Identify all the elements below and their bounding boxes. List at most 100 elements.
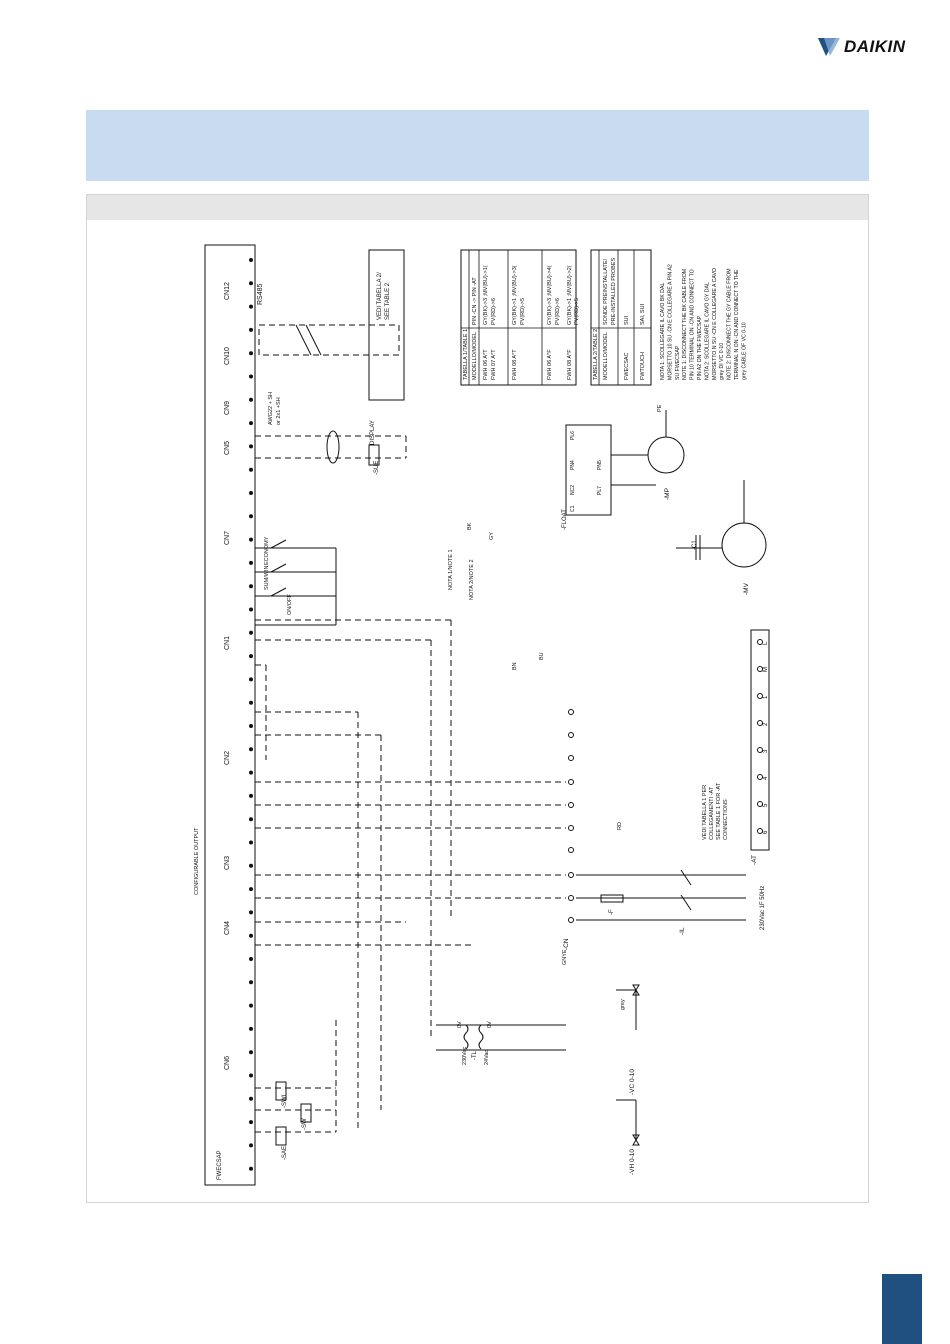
- wire-label-bu: BU: [539, 652, 545, 660]
- vh-valve-icon: [632, 1134, 640, 1146]
- at-terminal: [757, 639, 763, 645]
- connector-cn-label: -CN: [563, 938, 570, 950]
- board-terminal: [249, 747, 253, 752]
- diagram-panel: [86, 194, 869, 1203]
- at-terminal: [757, 666, 763, 672]
- cable-spec-2: or 2x1 +SH: [276, 397, 282, 425]
- table2: [590, 249, 652, 386]
- table1-header-model: MODELLO/MODEL: [472, 332, 478, 380]
- transformer-tl: [436, 1024, 566, 1051]
- at-terminal: [757, 747, 763, 753]
- board-label: FWECSAP: [217, 1150, 223, 1180]
- board-terminal: [249, 281, 253, 286]
- at-terminal: [757, 801, 763, 807]
- float-pin-nc2: NC2: [570, 485, 576, 495]
- daikin-logo-text: DAIKIN: [844, 37, 906, 56]
- swi-sensor-icon: [275, 1081, 287, 1101]
- board-terminal: [249, 1166, 253, 1171]
- at-terminal-number: M: [763, 667, 769, 672]
- rs485-label: RS485: [257, 283, 264, 305]
- table1-row1-model2: FWH 07 A*T: [491, 349, 497, 380]
- board-terminal: [249, 887, 253, 892]
- table2-row2-model: FWTOUCH: [640, 352, 646, 380]
- table2-header-probes-1: SONDE PREINSTALLATE/: [603, 258, 609, 325]
- table1-row3-model: FWH 06 A*F: [547, 349, 553, 380]
- table2-row2-probes: SAI, SUI: [640, 303, 646, 325]
- table2-title: TABELLA 2/TABLE 2: [593, 329, 599, 380]
- table1-row3-pins2: PV(RD)->6: [555, 298, 561, 325]
- board-terminal: [249, 1026, 253, 1031]
- nota1-label: NOTA 1/NOTE 1: [448, 549, 454, 590]
- diagram-panel-header: [87, 195, 868, 220]
- wire-label-pe: PE: [657, 404, 663, 412]
- vc-label: -VC 0-10: [629, 1069, 636, 1095]
- sue-label: -SUE: [374, 461, 380, 475]
- note-line: PIN 10 TERMINAL ON -CN AND CONNECT TO: [690, 269, 696, 380]
- fan-motor-icon: [721, 522, 767, 568]
- sue-shield-clip: [326, 430, 340, 464]
- terminal-row: [249, 258, 253, 1171]
- fan-motor-label: -MV: [743, 582, 750, 595]
- board-terminal: [249, 397, 253, 402]
- main-switch-icon-2: [680, 894, 692, 911]
- connector-cn7: CN7: [224, 531, 231, 545]
- transformer-230v: 230Vac: [462, 1047, 468, 1065]
- display-cable-twist-1: [305, 324, 322, 356]
- table1-row4-pins2: PV(RD)->5: [574, 298, 580, 325]
- board-terminal: [249, 677, 253, 682]
- capacitor-label: -C1: [692, 540, 698, 550]
- connector-cn1: CN1: [224, 636, 231, 650]
- board-terminal: [249, 1120, 253, 1125]
- board-terminal: [249, 514, 253, 519]
- switch-label: -IL: [679, 927, 686, 935]
- table1-row4-model: FWH 08 A*F: [567, 349, 573, 380]
- at-terminal: [757, 720, 763, 726]
- table1-row1-pins2: PV(RD)->6: [491, 298, 497, 325]
- connector-cn4: CN4: [224, 921, 231, 935]
- see-table1-line3: SEE TABLE 1 FOR -AT: [716, 782, 722, 840]
- at-terminal: [757, 828, 763, 834]
- table1-row2-pins2: PV(RD)->5: [520, 298, 526, 325]
- page-tab: [882, 1274, 922, 1344]
- table1-header-pins: PIN -CN -> PIN -AT: [472, 277, 478, 325]
- cn-terminal-column: [568, 709, 574, 923]
- section-header-band: [86, 110, 869, 181]
- onoff-switch-icon: [270, 587, 287, 597]
- display-cable-shield: [258, 324, 400, 356]
- board-terminal: [249, 1143, 253, 1148]
- at-terminal: [757, 693, 763, 699]
- table1-row3-pins: GY(BK)->3 ;MV(BU)->4(: [547, 265, 553, 325]
- table1: [460, 249, 577, 386]
- board-terminal: [249, 327, 253, 332]
- at-terminal-number: L: [763, 641, 769, 645]
- see-table1-line2: COLLEGAMENTI -AT: [709, 786, 715, 840]
- sw-label: -SW: [302, 1118, 308, 1130]
- board-terminal: [249, 980, 253, 985]
- float-pin-pn5: PN5: [597, 460, 603, 470]
- wire-label-grey: grey: [620, 999, 626, 1010]
- cn7-contacts: [255, 539, 337, 626]
- wire-label-bk: BK: [467, 522, 473, 530]
- table2-header-model: MODELLO/MODEL: [603, 332, 609, 380]
- board-terminal: [249, 793, 253, 798]
- table1-row1-model: FWH 06 A*T: [483, 349, 489, 380]
- economy-switch-icon: [270, 539, 287, 549]
- float-switch-box: [565, 424, 612, 516]
- table1-title: TABELLA 1/TABLE 1: [463, 329, 469, 380]
- controller-board: [204, 244, 256, 1186]
- pump-motor-icon: [647, 436, 685, 474]
- configurable-output-label: CONFIGURABLE OUTPUT: [194, 827, 200, 895]
- board-terminal: [249, 933, 253, 938]
- transformer-label: -TL: [472, 1050, 478, 1060]
- board-terminal: [249, 654, 253, 659]
- board-terminal: [249, 491, 253, 495]
- board-terminal: [249, 258, 253, 262]
- at-terminal-number: 4: [763, 776, 769, 780]
- sue-sensor-icon: [368, 444, 380, 466]
- contact-sumwin: SUM/WIN: [264, 566, 270, 590]
- note-line: NOTE 2: DISCONNECT THE GY CABLE FROM: [727, 268, 733, 380]
- board-terminal: [249, 560, 253, 565]
- board-terminal: [249, 467, 253, 472]
- sae-sensor-icon: [275, 1126, 287, 1146]
- see-table2-line2: SEE TABLE 2: [385, 282, 391, 320]
